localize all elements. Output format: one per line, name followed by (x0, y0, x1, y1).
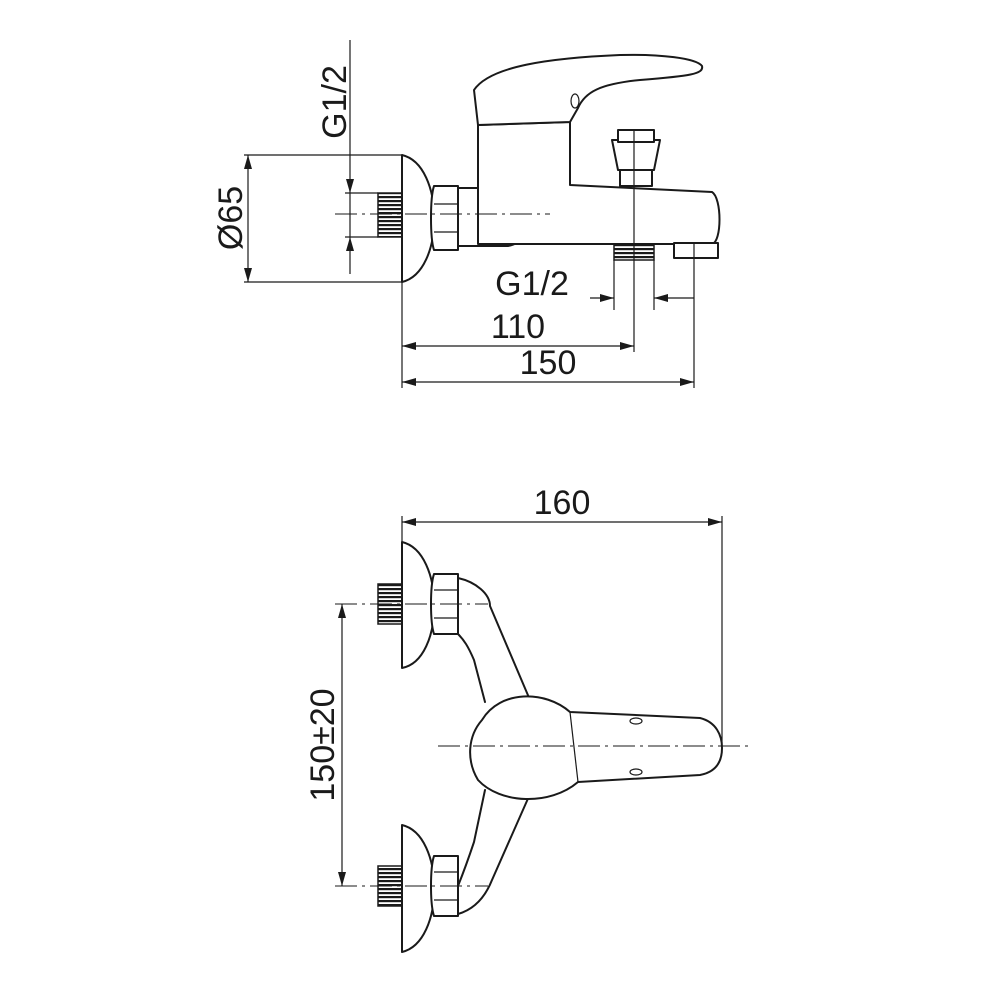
dim-diameter: Ø65 (212, 154, 402, 283)
dim-inlet-spacing-label: 150±20 (304, 688, 342, 801)
dim-outlet-thread: G1/2 (495, 260, 694, 310)
front-view: 160 150±20 (304, 484, 748, 953)
front-mixer-body (457, 577, 531, 915)
side-diverter-knob (611, 129, 661, 187)
dim-overall-depth: 150 (402, 244, 695, 388)
side-wall-flange (401, 154, 436, 283)
dim-diameter-label: Ø65 (212, 186, 250, 250)
dim-outlet-distance-label: 110 (491, 308, 545, 346)
side-lever-screw (570, 93, 580, 109)
dim-outlet-thread-label: G1/2 (495, 265, 569, 303)
front-lower-inlet (377, 824, 459, 953)
side-spout-outlet (673, 242, 719, 259)
front-lever-handle (469, 695, 723, 800)
dim-overall-depth-label: 150 (520, 344, 577, 382)
side-view: Ø65 G1/2 G1/2 110 (212, 40, 721, 388)
dim-overall-width: 160 (401, 484, 723, 746)
side-hex-nut (430, 185, 459, 251)
side-mixer-body (477, 121, 721, 245)
side-lever-handle (473, 53, 704, 126)
dim-inlet-spacing: 150±20 (304, 604, 346, 886)
dim-inlet-thread: G1/2 (316, 40, 378, 274)
dim-overall-width-label: 160 (534, 484, 591, 522)
side-inlet-thread (377, 192, 403, 238)
front-upper-inlet (377, 541, 459, 669)
dim-inlet-thread-label: G1/2 (316, 65, 354, 139)
dim-outlet-distance: 110 (401, 130, 635, 388)
